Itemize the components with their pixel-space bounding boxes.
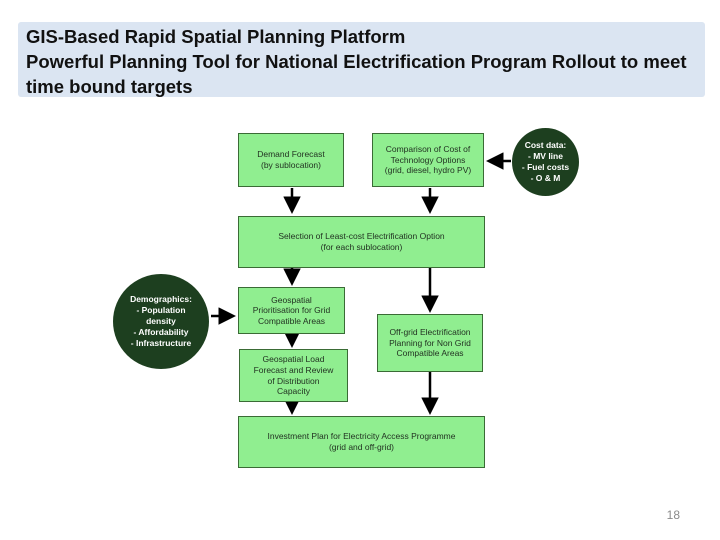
node-demographics-label: Demographics: - Population density - Aff… [130,293,192,349]
node-demand-forecast-label: Demand Forecast (by sublocation) [257,149,325,170]
node-grid-prioritisation: Geospatial Prioritisation for Grid Compa… [238,287,345,334]
slide-title-block: GIS-Based Rapid Spatial Planning Platfor… [18,22,705,97]
page-number: 18 [666,508,680,522]
node-load-forecast: Geospatial Load Forecast and Review of D… [239,349,348,402]
node-cost-comparison-label: Comparison of Cost of Technology Options… [384,144,472,176]
node-load-forecast-label: Geospatial Load Forecast and Review of D… [253,354,334,397]
node-cost-data-label: Cost data: - MV line - Fuel costs - O & … [521,139,570,184]
node-investment-plan-label: Investment Plan for Electricity Access P… [267,431,456,452]
slide-title: GIS-Based Rapid Spatial Planning Platfor… [26,26,687,97]
node-cost-data: Cost data: - MV line - Fuel costs - O & … [512,128,579,196]
node-selection: Selection of Least-cost Electrification … [238,216,485,268]
node-demographics: Demographics: - Population density - Aff… [113,274,209,369]
node-grid-prioritisation-label: Geospatial Prioritisation for Grid Compa… [252,294,331,326]
node-demand-forecast: Demand Forecast (by sublocation) [238,133,344,187]
node-selection-label: Selection of Least-cost Electrification … [278,231,445,252]
node-offgrid-planning-label: Off-grid Electrification Planning for No… [389,327,471,359]
node-offgrid-planning: Off-grid Electrification Planning for No… [377,314,483,372]
node-investment-plan: Investment Plan for Electricity Access P… [238,416,485,468]
node-cost-comparison: Comparison of Cost of Technology Options… [372,133,484,187]
